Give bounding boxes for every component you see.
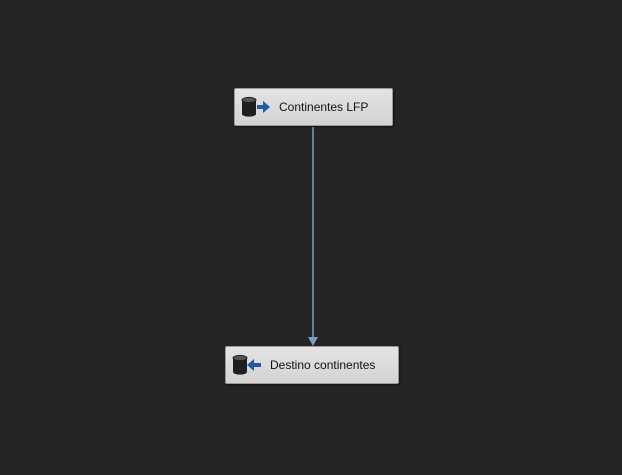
destination-component-node[interactable]: Destino continentes — [225, 346, 399, 384]
db-source-icon — [239, 94, 273, 120]
destination-node-label: Destino continentes — [270, 358, 376, 372]
db-destination-icon — [230, 352, 264, 378]
source-component-node[interactable]: Continentes LFP — [234, 88, 393, 126]
connector-arrowhead — [308, 337, 318, 346]
source-node-label: Continentes LFP — [279, 100, 369, 114]
